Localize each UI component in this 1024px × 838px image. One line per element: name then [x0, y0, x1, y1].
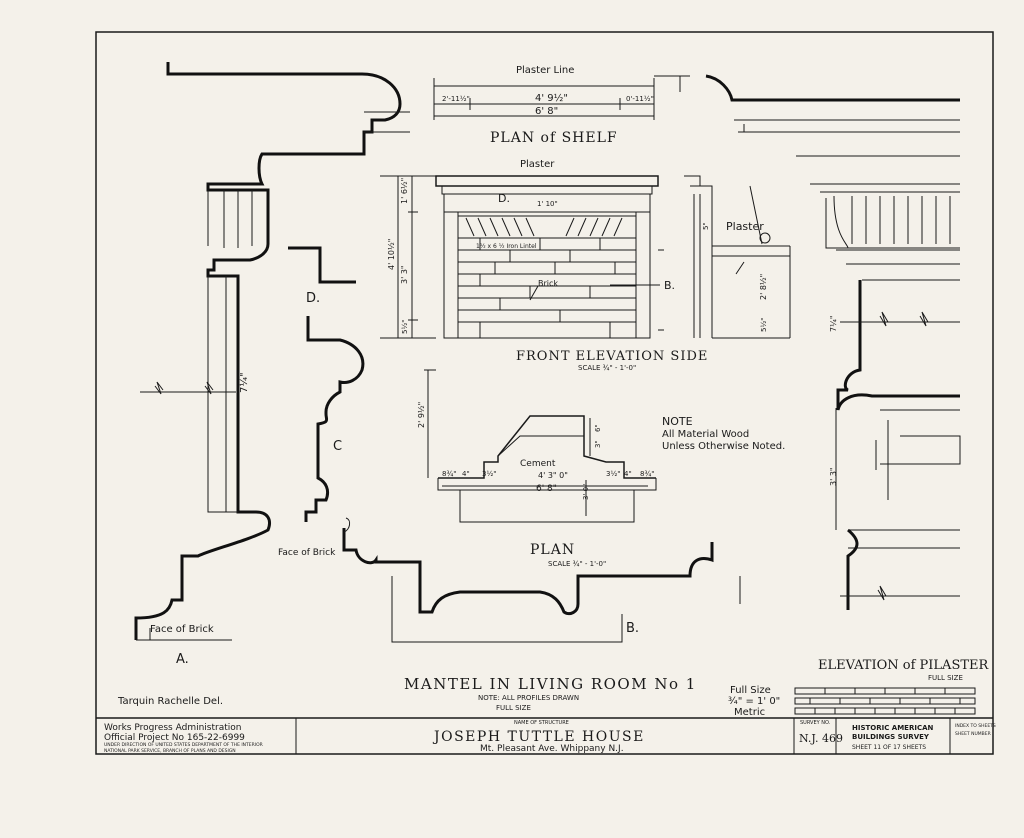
structure-name: JOSEPH TUTTLE HOUSE: [432, 729, 645, 745]
dim-4-3: 4' 3" 0": [538, 471, 568, 480]
delineator: Tarquin Rachelle Del.: [117, 696, 223, 707]
dim-6-8-top: 6' 8": [535, 106, 558, 117]
cement-label: Cement: [520, 459, 556, 469]
plan-title: PLAN: [530, 542, 575, 558]
profile-a: [134, 62, 410, 641]
structure-address: Mt. Pleasant Ave. Whippany N.J.: [480, 744, 624, 754]
dim-5-side: 5½": [760, 318, 768, 332]
scale-elevation: SCALE ¾" - 1'-0": [578, 364, 636, 372]
dim-2-9: 2' 9½": [417, 402, 426, 428]
dim-4-left: 4": [462, 470, 470, 478]
full-size-pilaster: FULL SIZE: [928, 674, 963, 682]
wpa-line-2: Official Project No 165-22-6999: [104, 733, 245, 743]
hearth-plan: [424, 369, 657, 523]
dim-2-8: 2' 8½": [759, 274, 768, 300]
dim-side-right: 0'-11½": [626, 95, 654, 103]
dim-lintel: 1' 10": [537, 200, 558, 208]
habs-line-1: HISTORIC AMERICAN: [852, 724, 934, 732]
dim-3-3: 3' 3": [400, 265, 409, 284]
pilaster-elevation: [705, 74, 961, 610]
scale-equation: ¾" = 1' 0": [728, 696, 780, 707]
index-line-1: INDEX TO SHEETS: [955, 723, 996, 729]
face-of-brick-plan-label: Face of Brick: [278, 548, 336, 558]
dim-5-right: 5": [702, 222, 710, 230]
dim-8-right: 8¾": [640, 470, 654, 478]
profile-d-label: D.: [306, 291, 320, 306]
wpa-line-1: Works Progress Administration: [104, 723, 241, 733]
note-profiles: NOTE: ALL PROFILES DRAWN: [478, 694, 579, 702]
mantel-title: MANTEL IN LIVING ROOM No 1: [404, 675, 697, 693]
b-plan-label: B.: [626, 621, 639, 636]
dim-7-pilaster: 7¼": [829, 315, 838, 332]
survey-header: SURVEY NO.: [800, 720, 831, 726]
dim-3: 3": [594, 440, 602, 448]
sheet-number: SHEET 11 OF 17 SHEETS: [852, 744, 926, 751]
index-line-2: SHEET NUMBER: [955, 731, 991, 737]
dim-6: 6": [594, 424, 602, 432]
plaster-front-label: Plaster: [520, 159, 555, 170]
dim-1-6: 1' 6½": [400, 178, 409, 204]
note-full-size: FULL SIZE: [496, 704, 531, 712]
sheet-border: [95, 31, 994, 755]
plan-of-shelf-title: PLAN of SHELF: [490, 130, 618, 146]
plaster-side-label: Plaster: [726, 220, 764, 233]
lintel-note: 1½ x 6 ½ Iron Lintel: [476, 243, 537, 250]
b-front-label: B.: [664, 279, 675, 292]
scale-bars: [794, 687, 976, 715]
survey-number: N.J. 469: [799, 732, 843, 745]
dim-3-left: 3½": [482, 470, 496, 478]
wpa-line-4: NATIONAL PARK SERVICE, BRANCH OF PLANS A…: [104, 748, 236, 754]
habs-line-2: BUILDINGS SURVEY: [852, 733, 930, 741]
face-of-brick-a-label: Face of Brick: [150, 624, 214, 635]
profile-a-label: A.: [176, 652, 189, 667]
dim-8-left: 8¾": [442, 470, 456, 478]
dim-3-0: 3' 0": [582, 484, 590, 500]
dim-4-right: 4": [624, 470, 632, 478]
profile-b: [342, 517, 741, 643]
wpa-line-3: UNDER DIRECTION OF UNITED STATES DEPARTM…: [104, 742, 263, 748]
scale-full-size: Full Size: [730, 685, 771, 696]
scale-metric: Metric: [734, 707, 765, 718]
dim-5: 5½": [401, 320, 409, 334]
shelf-plan-dims: [433, 75, 690, 120]
title-block: [96, 717, 993, 754]
elevation-pilaster-title: ELEVATION of PILASTER: [818, 658, 990, 673]
dim-4-10: 4' 10½": [387, 239, 396, 270]
dim-3-right: 3½": [606, 470, 620, 478]
front-elevation: [380, 175, 664, 339]
note-line-1: All Material Wood: [662, 429, 749, 440]
profile-d: [288, 246, 356, 284]
dim-side-left: 2'-11½": [442, 95, 470, 103]
brick-label: Brick: [538, 279, 558, 288]
dim-4-9: 4' 9½": [535, 92, 568, 104]
plaster-line-label: Plaster Line: [516, 65, 574, 76]
scale-plan: SCALE ¾" - 1'-0": [548, 560, 606, 568]
structure-header: NAME OF STRUCTURE: [514, 720, 569, 726]
d-front-label: D.: [498, 192, 510, 205]
note-line-2: Unless Otherwise Noted.: [662, 441, 785, 452]
note-title: NOTE: [662, 415, 693, 428]
side-elevation: [684, 175, 791, 339]
profile-c: [304, 316, 365, 522]
dim-6-8-plan: 6' 8": [536, 484, 557, 494]
front-elevation-title: FRONT ELEVATION SIDE: [516, 349, 708, 364]
dim-3-3-pilaster: 3' 3": [829, 467, 838, 486]
dim-7-profile: 7¼": [238, 372, 250, 393]
profile-c-label: C: [333, 439, 342, 454]
